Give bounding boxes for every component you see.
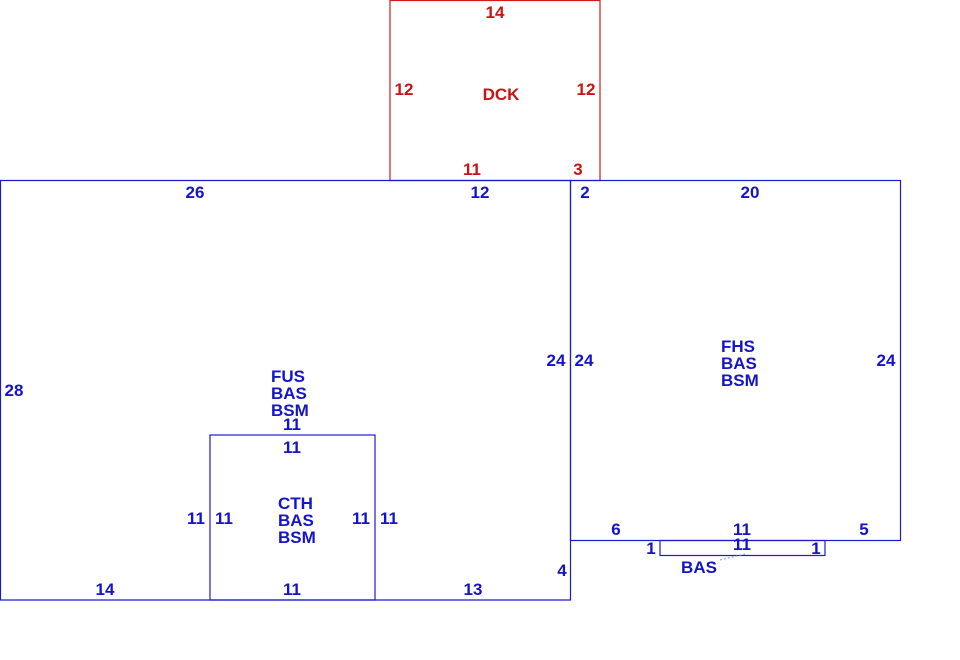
deck-bottom-left-dimension: 11 [463,160,481,179]
inner-bottom-dimension: 11 [283,580,301,599]
deck-bottom-right-dimension: 3 [573,160,582,179]
main-bottom-right-dimension: 13 [464,580,483,599]
main-code-1: FUS [271,367,305,386]
main-section-outline [0,179,572,601]
inner-right-outer-dimension: 11 [380,509,398,528]
main-top-right-dimension: 12 [471,183,490,202]
right-top-dimension: 20 [741,183,760,202]
right-bottom-mid-dimension: 11 [733,520,751,539]
main-code-3: BSM [271,401,309,420]
inner-code-2: BAS [278,511,314,530]
right-left-dimension: 24 [575,351,594,370]
bay-leader-line [719,553,746,561]
inner-section-outline [209,434,376,601]
bay-outline [659,539,826,557]
bay-top-dimension: 11 [733,535,751,554]
main-top-left-dimension: 26 [186,183,205,202]
right-right-dimension: 24 [877,351,896,370]
main-code-2: BAS [271,384,307,403]
inner-top-inner-dimension: 11 [283,438,301,457]
right-code-3: BSM [721,371,759,390]
main-bottom-left-dimension: 14 [96,580,115,599]
right-bottom-left-dimension: 6 [611,520,620,539]
right-code-1: FHS [721,337,755,356]
right-code-2: BAS [721,354,757,373]
deck-right-dimension: 12 [577,80,596,99]
inner-right-inner-dimension: 11 [352,509,370,528]
right-top-left-dimension: 2 [580,183,589,202]
right-bottom-right-dimension: 5 [859,520,868,539]
inner-top-outer-dimension: 11 [283,415,301,434]
deck-code: DCK [483,85,521,104]
inner-left-inner-dimension: 11 [215,509,233,528]
deck-left-dimension: 12 [395,80,414,99]
inner-code-3: BSM [278,528,316,547]
bay-left-dimension: 1 [646,539,655,558]
main-step-dimension: 4 [557,561,567,580]
bay-code: BAS [681,558,717,577]
inner-code-1: CTH [278,494,313,513]
inner-left-outer-dimension: 11 [187,509,205,528]
main-left-dimension: 28 [5,381,24,400]
bay-right-dimension: 1 [811,539,820,558]
deck-top-dimension: 14 [486,3,505,22]
main-right-dimension: 24 [547,351,566,370]
